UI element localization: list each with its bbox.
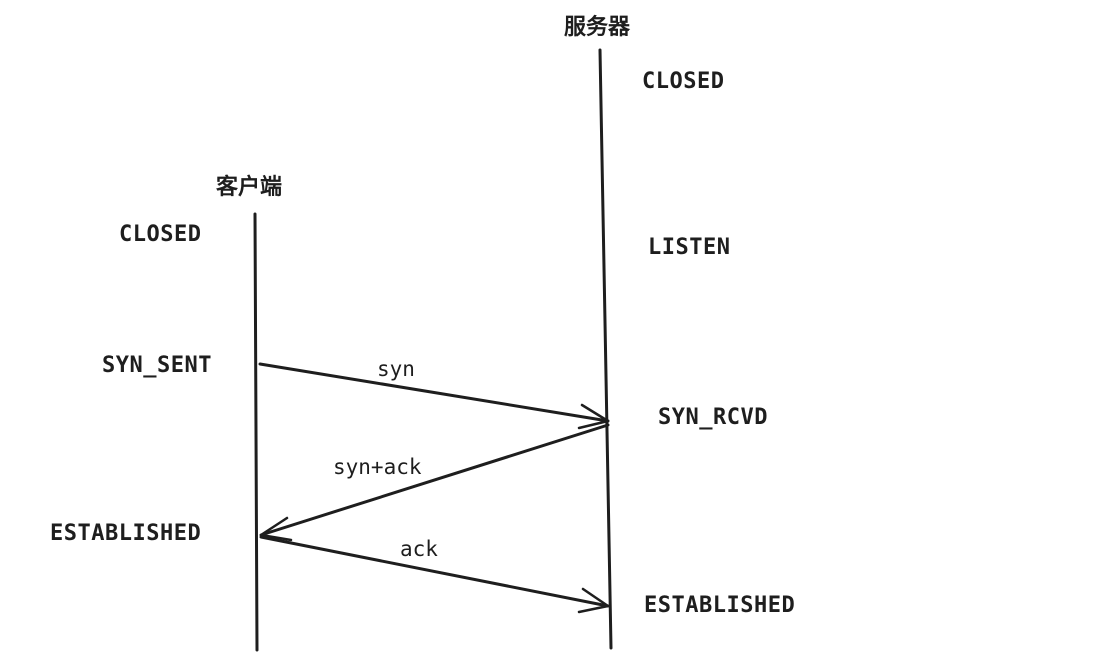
syn-ack-label: syn+ack: [333, 455, 422, 479]
ack-arrow: [259, 535, 610, 614]
client-state-closed: CLOSED: [119, 222, 201, 247]
server-title: 服务器: [564, 15, 631, 40]
client-state-syn-sent: SYN_SENT: [102, 353, 212, 378]
syn-ack-arrow-head: [259, 516, 293, 542]
syn-ack-arrow-shaft: [259, 423, 610, 537]
ack-arrow-shaft: [259, 535, 610, 608]
server-state-syn-rcvd: SYN_RCVD: [658, 405, 768, 430]
client-state-established: ESTABLISHED: [50, 521, 201, 546]
syn-ack-arrow: [259, 423, 610, 542]
ack-arrow-head: [577, 587, 610, 614]
syn-arrow-head: [577, 403, 610, 430]
ack-label: ack: [400, 537, 438, 561]
client-title: 客户端: [216, 174, 282, 200]
server-lifeline: [598, 48, 613, 650]
server-state-closed: CLOSED: [642, 69, 724, 94]
syn-arrow-shaft: [258, 362, 610, 423]
server-state-listen: LISTEN: [648, 235, 730, 260]
client-lifeline: [253, 212, 259, 652]
syn-label: syn: [377, 357, 415, 381]
syn-arrow: [258, 362, 610, 430]
server-state-established: ESTABLISHED: [644, 593, 795, 618]
